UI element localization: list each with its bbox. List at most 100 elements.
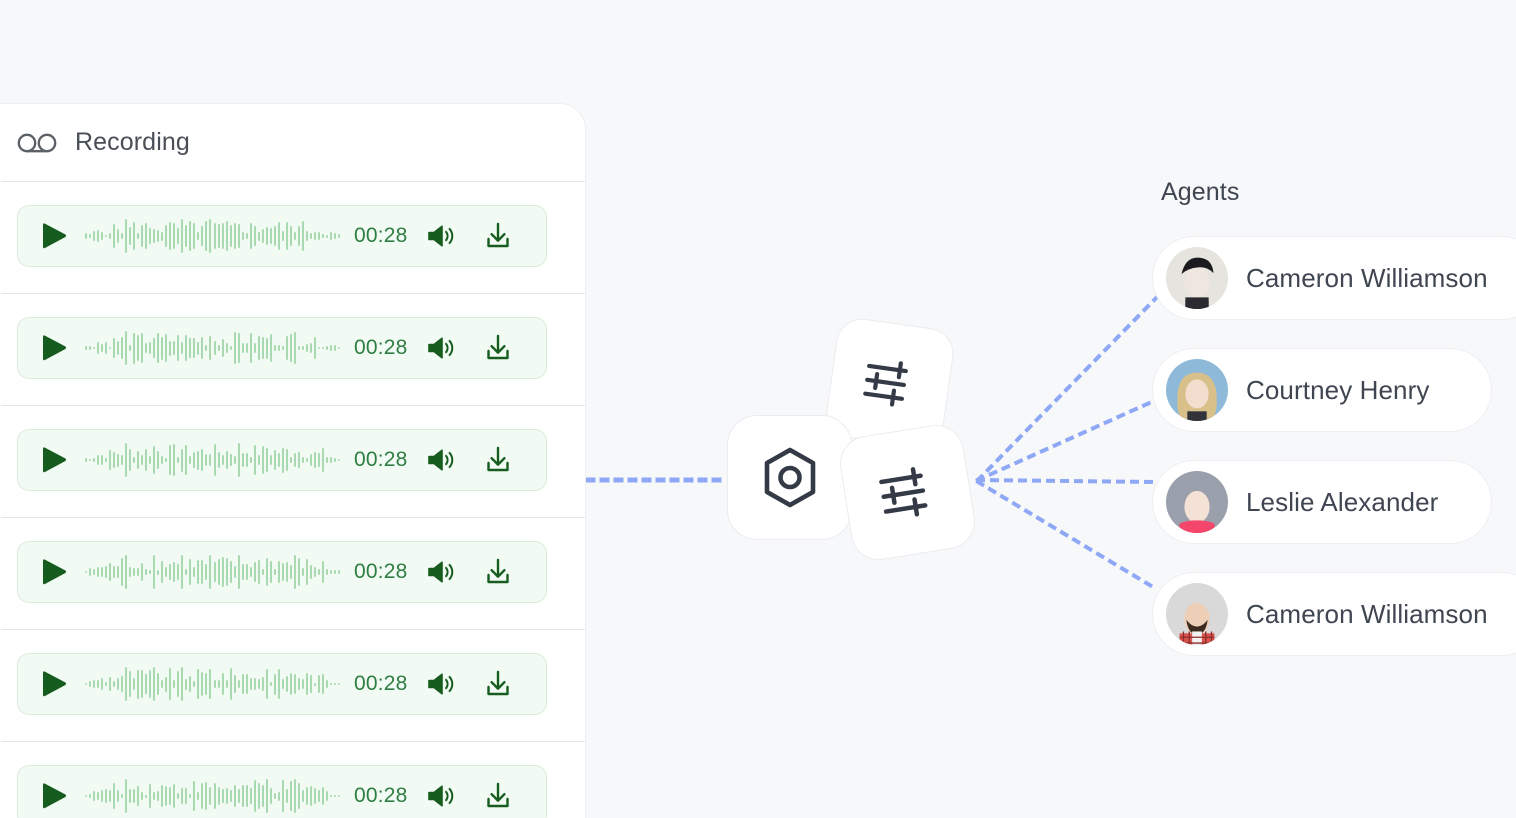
waveform[interactable] <box>85 664 340 704</box>
waveform-bar <box>117 565 120 579</box>
agent-card[interactable]: Cameron Williamson <box>1152 572 1516 656</box>
waveform-bar <box>209 336 212 360</box>
waveform-bar <box>133 222 136 250</box>
waveform-bar <box>285 449 288 471</box>
flow-node-sliders-bottom[interactable] <box>835 420 980 565</box>
waveform-bar <box>309 786 312 806</box>
recording-row[interactable]: 00:28 <box>1 742 585 818</box>
waveform-bar <box>197 232 200 240</box>
waveform-bar <box>169 563 172 581</box>
waveform-bar <box>277 452 280 468</box>
waveform-bar <box>337 682 340 686</box>
waveform-bar <box>201 671 204 697</box>
flow-node-hexagon[interactable] <box>727 415 852 540</box>
play-button[interactable] <box>35 667 73 701</box>
waveform-bar <box>113 783 116 809</box>
agent-card[interactable]: Leslie Alexander <box>1152 460 1492 544</box>
volume-icon <box>427 337 453 359</box>
download-button[interactable] <box>482 668 514 700</box>
waveform-bar <box>225 450 228 470</box>
waveform-bar <box>325 345 328 351</box>
waveform-bar <box>145 448 148 472</box>
waveform-bar <box>169 444 172 476</box>
waveform-bar <box>189 338 192 358</box>
waveform-bar <box>261 228 264 244</box>
flow-node-sliders-top[interactable] <box>823 315 957 451</box>
waveform-bar <box>181 667 184 701</box>
play-icon <box>43 783 67 809</box>
recording-row[interactable]: 00:28 <box>1 294 585 406</box>
waveform-bar <box>109 346 112 350</box>
waveform[interactable] <box>85 552 340 592</box>
download-button[interactable] <box>482 332 514 364</box>
recording-row[interactable]: 00:28 <box>1 518 585 630</box>
volume-button[interactable] <box>426 446 456 474</box>
agents-section-title: Agents <box>1161 178 1240 206</box>
waveform-bar <box>309 232 312 240</box>
waveform[interactable] <box>85 216 340 256</box>
waveform-bar <box>261 785 264 807</box>
waveform-bar <box>257 455 260 465</box>
waveform-bar <box>333 794 336 798</box>
waveform-bar <box>169 221 172 251</box>
waveform-bar <box>313 231 316 241</box>
agent-name: Cameron Williamson <box>1246 598 1488 629</box>
play-icon <box>43 335 67 361</box>
volume-icon <box>427 561 453 583</box>
waveform-bar <box>85 794 87 798</box>
volume-button[interactable] <box>426 222 456 250</box>
waveform-bar <box>117 229 120 243</box>
waveform-bar <box>233 675 236 693</box>
waveform-bar <box>109 676 112 692</box>
volume-button[interactable] <box>426 782 456 810</box>
play-button[interactable] <box>35 219 73 253</box>
volume-button[interactable] <box>426 334 456 362</box>
waveform-bar <box>257 231 260 241</box>
waveform-bar <box>229 453 232 467</box>
waveform-bar <box>217 345 220 351</box>
voicemail-icon <box>17 133 57 152</box>
play-button[interactable] <box>35 555 73 589</box>
recording-duration: 00:28 <box>354 448 408 471</box>
waveform-bar <box>245 232 248 240</box>
waveform-bar <box>205 782 208 810</box>
recording-row[interactable]: 00:28 <box>1 182 585 294</box>
waveform-bar <box>257 678 260 690</box>
waveform-bar <box>289 456 292 464</box>
waveform-bar <box>325 680 328 688</box>
waveform-bar <box>89 233 92 239</box>
waveform-bar <box>285 789 288 803</box>
volume-button[interactable] <box>426 670 456 698</box>
download-button[interactable] <box>482 780 514 812</box>
recording-row[interactable]: 00:28 <box>1 630 585 742</box>
waveform-bar <box>129 567 132 577</box>
waveform-bar <box>301 346 304 350</box>
waveform-bar <box>165 457 168 463</box>
waveform-bar <box>265 337 268 359</box>
waveform-bar <box>297 226 300 246</box>
play-button[interactable] <box>35 331 73 365</box>
agent-card[interactable]: Courtney Henry <box>1152 348 1492 432</box>
waveform-bar <box>213 341 216 355</box>
avatar <box>1166 471 1228 533</box>
download-button[interactable] <box>482 556 514 588</box>
recording-row[interactable]: 00:28 <box>1 406 585 518</box>
volume-button[interactable] <box>426 558 456 586</box>
play-button[interactable] <box>35 779 73 813</box>
waveform[interactable] <box>85 440 340 480</box>
waveform-bar <box>325 457 328 463</box>
waveform-bar <box>241 674 244 694</box>
waveform-bar <box>201 448 204 472</box>
play-button[interactable] <box>35 443 73 477</box>
waveform-bar <box>93 346 96 350</box>
download-button[interactable] <box>482 220 514 252</box>
waveform-bar <box>253 343 256 353</box>
waveform-bar <box>261 568 264 576</box>
agent-card[interactable]: Cameron Williamson <box>1152 236 1516 320</box>
download-button[interactable] <box>482 444 514 476</box>
waveform-bar <box>309 454 312 466</box>
waveform[interactable] <box>85 328 340 368</box>
waveform-bar <box>305 559 308 585</box>
waveform[interactable] <box>85 776 340 816</box>
